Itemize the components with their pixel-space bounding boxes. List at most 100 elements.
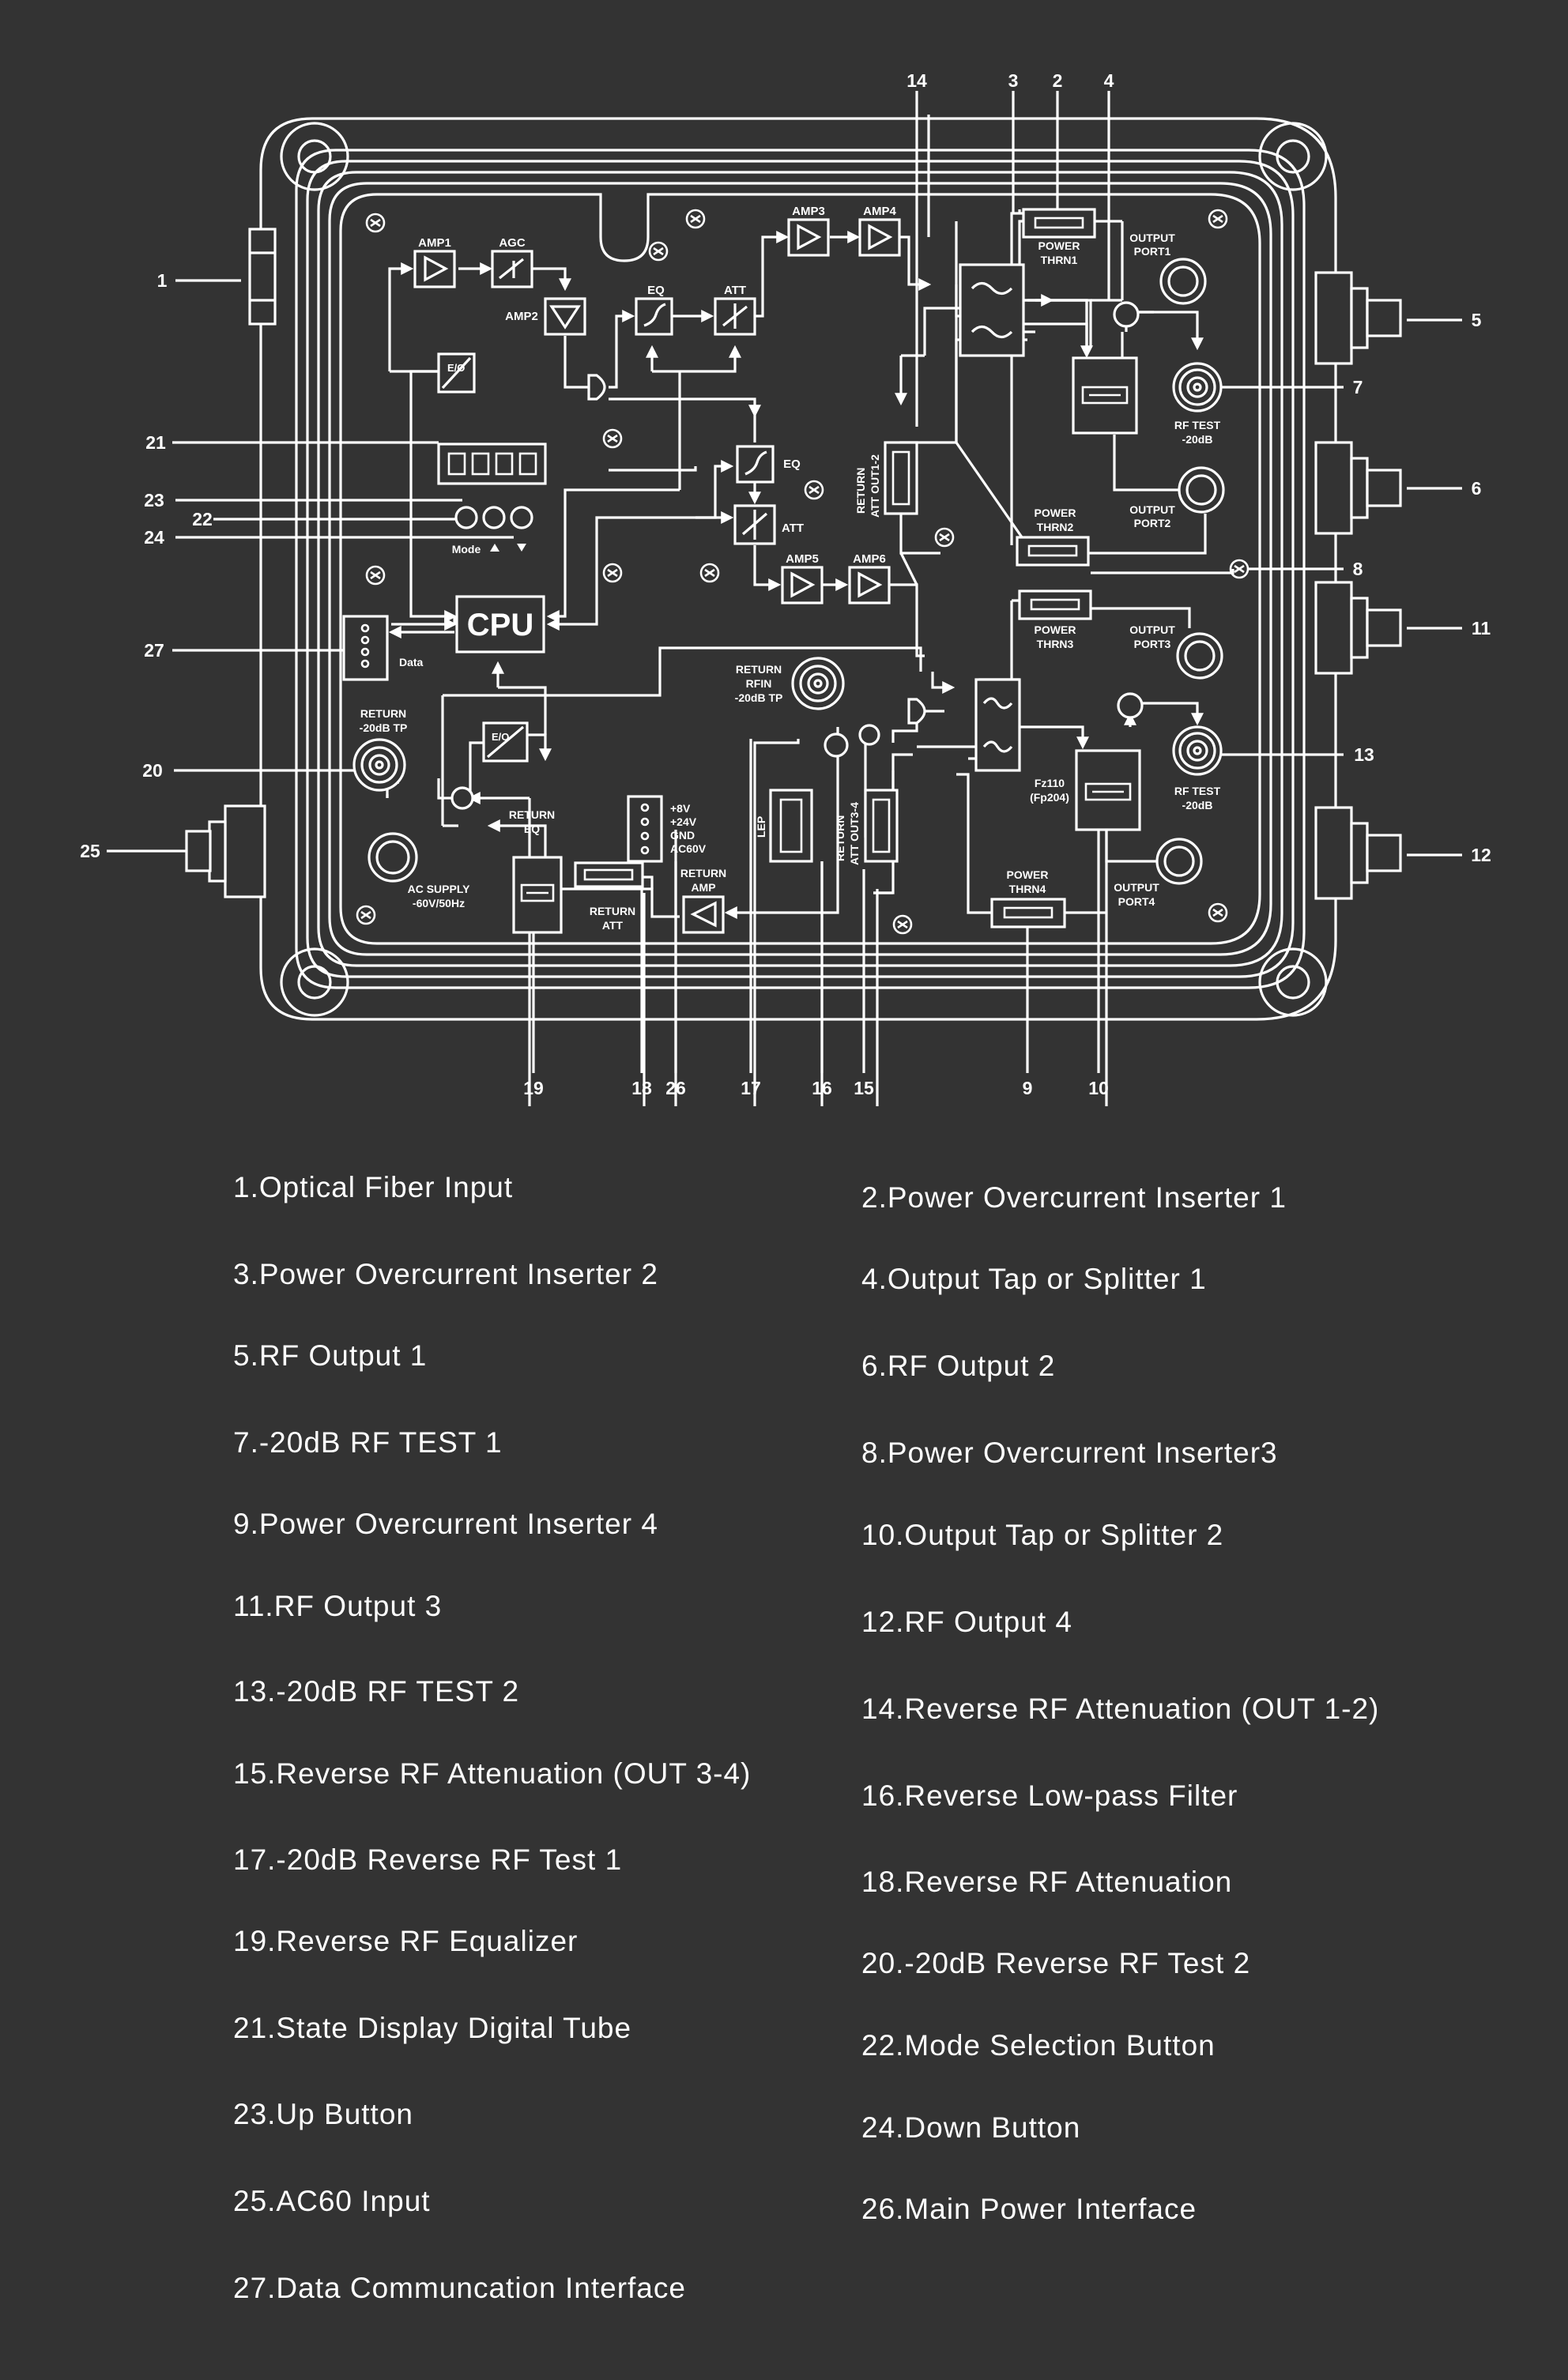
rf-output-2-connector xyxy=(1314,441,1402,535)
diplex-filter-1 xyxy=(959,263,1025,357)
svg-text:-60V/50Hz: -60V/50Hz xyxy=(413,897,465,909)
svg-text:AC SUPPLY: AC SUPPLY xyxy=(408,883,471,895)
svg-text:4: 4 xyxy=(1104,70,1114,91)
svg-text:THRN4: THRN4 xyxy=(1009,883,1046,895)
svg-text:RETURN: RETURN xyxy=(680,867,726,879)
svg-text:-20dB TP: -20dB TP xyxy=(360,721,408,734)
up-button[interactable] xyxy=(482,506,506,529)
return-att[interactable]: RETURN ATT xyxy=(574,861,644,932)
svg-text:AMP: AMP xyxy=(691,881,715,894)
svg-text:OUTPUT: OUTPUT xyxy=(1129,503,1175,516)
eo-converter-2: E/O xyxy=(482,721,529,763)
svg-text:THRN3: THRN3 xyxy=(1037,638,1074,650)
return-att-out34[interactable]: RETURN ATT OUT3-4 xyxy=(834,789,899,865)
amp3: AMP3 xyxy=(787,205,830,257)
svg-text:POWER: POWER xyxy=(1035,623,1076,636)
svg-text:PORT4: PORT4 xyxy=(1118,895,1155,908)
output-port3[interactable]: OUTPUT PORT3 xyxy=(1129,623,1223,680)
return-amp: RETURN AMP xyxy=(680,867,726,934)
output-port4[interactable]: OUTPUT PORT4 xyxy=(1114,838,1203,908)
svg-text:AMP2: AMP2 xyxy=(505,310,538,323)
svg-text:ATT OUT1-2: ATT OUT1-2 xyxy=(869,454,881,518)
svg-text:19: 19 xyxy=(523,1078,544,1098)
svg-text:ATT: ATT xyxy=(602,919,624,932)
fz-label: Fz110 (Fp204) xyxy=(1030,777,1069,804)
main-power-interface[interactable]: +8V +24V GND AC60V xyxy=(627,795,707,863)
tap-splitter-1[interactable] xyxy=(1072,356,1138,435)
split-node-2 xyxy=(824,732,849,758)
svg-text:ATT: ATT xyxy=(782,522,804,535)
amp4: AMP4 xyxy=(858,205,901,257)
svg-text:RETURN: RETURN xyxy=(854,468,867,514)
rf-test-2[interactable]: RF TEST -20dB xyxy=(1172,725,1223,812)
ac-supply-port[interactable]: AC SUPPLY -60V/50Hz xyxy=(368,832,471,909)
rf-output-1-connector xyxy=(1314,271,1402,365)
legend-item: 17.-20dB Reverse RF Test 1 xyxy=(233,1843,623,1876)
lep-filter[interactable]: LEP xyxy=(755,789,813,863)
svg-text:3: 3 xyxy=(1008,70,1019,91)
legend-item: 20.-20dB Reverse RF Test 2 xyxy=(861,1947,1251,1979)
optical-fiber-input-connector xyxy=(248,228,277,326)
svg-text:23: 23 xyxy=(144,490,164,510)
svg-text:THRN1: THRN1 xyxy=(1041,254,1078,266)
power-thrn2[interactable]: POWER THRN2 xyxy=(1016,507,1090,567)
down-button[interactable] xyxy=(510,506,533,529)
svg-text:RETURN: RETURN xyxy=(834,815,846,861)
svg-text:ATT: ATT xyxy=(724,284,746,297)
splitter-node-4 xyxy=(1117,692,1144,719)
svg-text:AGC: AGC xyxy=(499,236,526,250)
state-display-digital-tube xyxy=(437,442,547,485)
mode-buttons: Mode xyxy=(452,506,533,555)
mode-selection-button[interactable] xyxy=(454,506,478,529)
svg-text:POWER: POWER xyxy=(1038,239,1080,252)
svg-text:PORT2: PORT2 xyxy=(1134,517,1171,529)
svg-text:5: 5 xyxy=(1472,310,1482,330)
legend-item: 25.AC60 Input xyxy=(233,2185,431,2217)
svg-text:ATT OUT3-4: ATT OUT3-4 xyxy=(848,802,861,865)
svg-text:RFIN: RFIN xyxy=(746,677,772,690)
svg-text:OUTPUT: OUTPUT xyxy=(1129,232,1175,244)
return-tp[interactable]: RETURN -20dB TP xyxy=(352,707,408,792)
tap-splitter-2[interactable] xyxy=(1075,749,1141,831)
housing xyxy=(185,117,1402,1021)
amp1: AMP1 xyxy=(413,236,456,288)
legend-item: 10.Output Tap or Splitter 2 xyxy=(861,1519,1224,1551)
power-thrn1[interactable]: POWER THRN1 xyxy=(1022,208,1096,266)
svg-text:AMP3: AMP3 xyxy=(792,205,825,218)
rf-test-1[interactable]: RF TEST -20dB xyxy=(1172,362,1223,446)
svg-text:11: 11 xyxy=(1472,618,1491,638)
svg-text:17: 17 xyxy=(741,1078,761,1098)
legend: 1.Optical Fiber Input 3.Power Overcurren… xyxy=(0,1122,1568,2380)
diplex-filter-2 xyxy=(974,678,1021,772)
svg-text:RETURN: RETURN xyxy=(509,808,555,821)
legend-item: 8.Power Overcurrent Inserter3 xyxy=(861,1437,1278,1469)
output-port2[interactable]: OUTPUT PORT2 xyxy=(1129,466,1225,529)
return-eq[interactable]: RETURN EQ xyxy=(509,808,563,934)
svg-text:RF TEST: RF TEST xyxy=(1174,419,1221,431)
svg-text:1: 1 xyxy=(157,270,168,291)
return-rfin-tp[interactable]: RETURN RFIN -20dB TP xyxy=(735,657,845,710)
svg-text:RF TEST: RF TEST xyxy=(1174,785,1221,797)
combiner-1 xyxy=(587,374,606,401)
split-node-5 xyxy=(450,786,474,810)
return-att-out12[interactable]: RETURN ATT OUT1-2 xyxy=(854,441,918,518)
svg-text:THRN2: THRN2 xyxy=(1037,521,1074,533)
legend-item: 5.RF Output 1 xyxy=(233,1339,428,1372)
legend-item: 3.Power Overcurrent Inserter 2 xyxy=(233,1258,658,1290)
legend-item: 18.Reverse RF Attenuation xyxy=(861,1866,1233,1898)
legend-item: 11.RF Output 3 xyxy=(233,1590,443,1622)
svg-text:Fz110: Fz110 xyxy=(1035,777,1065,789)
power-thrn3[interactable]: POWER THRN3 xyxy=(1018,589,1092,650)
power-thrn4[interactable]: POWER THRN4 xyxy=(990,868,1066,928)
svg-text:EQ: EQ xyxy=(647,284,665,297)
svg-text:AMP6: AMP6 xyxy=(853,552,886,566)
svg-text:12: 12 xyxy=(1471,845,1491,865)
rf-output-4-connector xyxy=(1314,806,1402,900)
att-2: ATT xyxy=(733,504,804,545)
svg-text:RETURN: RETURN xyxy=(736,663,782,676)
svg-text:24: 24 xyxy=(144,527,164,548)
svg-text:RETURN: RETURN xyxy=(590,905,635,917)
output-port1[interactable]: OUTPUT PORT1 xyxy=(1129,232,1207,305)
splitter-node-1 xyxy=(1113,301,1140,328)
